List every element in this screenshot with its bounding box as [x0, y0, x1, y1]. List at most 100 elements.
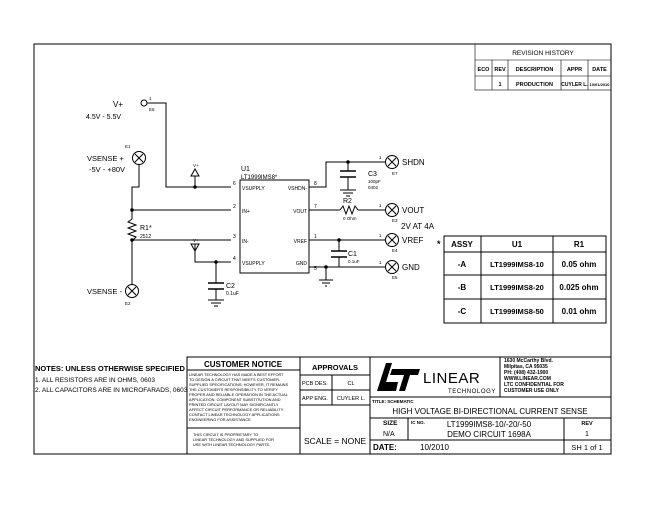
vsense-minus-terminal: VSENSE - E2 — [87, 284, 139, 306]
rev-cell-rev: 1 — [498, 82, 501, 88]
r1-sense-resistor: R1* 2512 — [126, 218, 152, 242]
vout-label: VOUT — [402, 206, 424, 215]
c3-value: 100pF — [368, 179, 381, 184]
vsense-minus-terminal-ref: E2 — [125, 301, 131, 306]
vsense-minus-label: VSENSE - — [87, 287, 123, 296]
vout-terminal: VOUT E3 1 2V AT 4A — [379, 203, 435, 231]
demo-circuit: DEMO CIRCUIT 1698A — [447, 430, 532, 439]
assy-star: * — [437, 239, 441, 249]
schematic-title: HIGH VOLTAGE BI-DIRECTIONAL CURRENT SENS… — [392, 407, 587, 416]
assy-header-u1: U1 — [512, 240, 523, 249]
notes-item-1: 1. ALL RESISTORS ARE IN OHMS, 0603 — [35, 377, 155, 384]
rev-header-appr: APPR — [567, 67, 582, 73]
shdn-pin-number: 1 — [379, 155, 382, 160]
c2-ref: C2 — [226, 283, 235, 290]
vsense-plus-label: VSENSE + — [87, 154, 125, 163]
u1-pin-label-vref: VREF — [294, 239, 307, 245]
assy-header-r1: R1 — [574, 240, 585, 249]
shdn-terminal: SHDN E7 1 — [379, 155, 425, 176]
assy-row-a-r1: 0.05 ohm — [562, 260, 597, 269]
vsense-plus-terminal: E1 VSENSE + -5V - +80V — [87, 144, 146, 174]
title-block: TITLE: SCHEMATIC HIGH VOLTAGE BI-DIRECTI… — [372, 399, 603, 452]
gnd-terminal-ref: E5 — [392, 275, 398, 280]
approvals-title: APPROVALS — [312, 363, 358, 372]
company-logo: LINEAR TECHNOLOGY — [377, 363, 496, 395]
gnd-pin-number: 1 — [379, 260, 382, 265]
rev-cell-description: PRODUCTION — [516, 82, 553, 88]
supply-flags: V+ V+ — [190, 163, 200, 253]
assy-row-a-assy: -A — [458, 260, 467, 269]
c3-package: 0402 — [368, 185, 379, 190]
assembly-table: * ASSY U1 R1 -A LT1999IMS8-10 0.05 ohm -… — [437, 235, 607, 324]
assy-row-a-u1: LT1999IMS8-10 — [490, 260, 544, 269]
ground-symbols — [208, 189, 356, 307]
title-block-frame — [186, 356, 612, 455]
u1-pin-label-vsupply-bottom: VSUPPLY — [242, 261, 265, 267]
date-value: 10/2010 — [420, 443, 449, 452]
vsense-range: -5V - +80V — [89, 165, 125, 174]
assy-row-c-r1: 0.01 ohm — [562, 307, 597, 316]
u1-pin-number-4: 4 — [233, 256, 236, 262]
c2-capacitor: C2 0.1uF — [208, 282, 239, 297]
lt-logo-t-icon — [390, 369, 420, 391]
vref-terminal-ref: E4 — [392, 248, 398, 253]
assy-row-b-assy: -B — [458, 283, 467, 292]
u1-pin-label-gnd: GND — [296, 261, 308, 267]
vout-pin-number: 1 — [379, 203, 382, 208]
size-label: SIZE — [383, 420, 398, 427]
c2-value: 0.1uF — [226, 291, 239, 297]
customer-notice-title: CUSTOMER NOTICE — [204, 360, 283, 369]
ic-number: LT1999IMS8-10/-20/-50 — [447, 420, 532, 429]
rev-value: 1 — [585, 431, 589, 438]
vplus-flag-label-bottom: V+ — [193, 238, 199, 243]
u1-part: LT1999IMS8* — [241, 175, 278, 181]
u1-ic: U1 LT1999IMS8* VSUPPLY 6 IN+ 2 IN- 3 VSU… — [233, 166, 317, 274]
junction-dots — [130, 160, 350, 269]
vplus-range: 4.5V - 5.5V — [86, 114, 121, 121]
r2-resistor: R2 0 Ohm — [339, 198, 359, 221]
revision-title: REVISION HISTORY — [512, 50, 574, 57]
rev-label: REV — [581, 421, 593, 427]
vref-terminal: VREF E4 1 — [379, 233, 423, 253]
customer-notice-line: PRINTED CIRCUIT LAYOUT MAY SIGNIFICANTLY — [189, 402, 279, 407]
customer-notice-line: CONTACT LINEAR TECHNOLOGY APPLICATIONS — [189, 412, 280, 417]
sheet-number: SH 1 of 1 — [571, 443, 602, 452]
proprietary-line: USE WITH LINEAR TECHNOLOGY PARTS. — [193, 442, 270, 447]
r2-ref: R2 — [343, 198, 352, 205]
assy-row-b-u1: LT1999IMS8-20 — [490, 283, 544, 292]
customer-notice-line: ENGINEERING FOR ASSISTANCE. — [189, 417, 252, 422]
logo-wordmark: LINEAR — [423, 370, 480, 387]
vref-pin-number: 1 — [379, 233, 382, 238]
gnd-label: GND — [402, 263, 420, 272]
notes: NOTES: UNLESS OTHERWISE SPECIFIED 1. ALL… — [35, 364, 188, 394]
gnd-terminal: GND E5 1 — [379, 260, 420, 280]
assy-row-c-u1: LT1999IMS8-50 — [490, 307, 544, 316]
vref-label: VREF — [402, 236, 423, 245]
address-line: CUSTOMER USE ONLY — [504, 388, 560, 394]
approvals-app-eng-value: CUYLER L. — [337, 396, 366, 402]
address-line: 1630 McCarthy Blvd. — [504, 358, 554, 364]
approvals-pcb-des-label: PCB DES. — [302, 381, 328, 387]
customer-notice: CUSTOMER NOTICE LINEAR TECHNOLOGY HAS MA… — [189, 360, 289, 447]
vsense-plus-terminal-ref: E1 — [125, 144, 131, 149]
assy-header-assy: ASSY — [451, 240, 473, 249]
shdn-label: SHDN — [402, 158, 425, 167]
customer-notice-line: APPLICATION. COMPONENT SUBSTITUTION AND — [189, 397, 281, 402]
u1-pin-number-2: 2 — [233, 204, 236, 210]
vout-terminal-ref: E3 — [392, 218, 398, 223]
u1-pin-label-vshdn: VSHDN- — [288, 186, 308, 192]
c1-value: 0.1uF — [348, 259, 360, 264]
u1-pin-label-vsupply-top: VSUPPLY — [242, 186, 265, 192]
u1-pin-number-6: 6 — [233, 181, 236, 187]
customer-notice-line: TO DESIGN A CIRCUIT THAT MEETS CUSTOMER- — [189, 377, 281, 382]
rev-header-description: DESCRIPTION — [516, 67, 554, 73]
logo-subtext: TECHNOLOGY — [448, 389, 496, 395]
ic-no-label: IC NO. — [411, 420, 425, 425]
customer-notice-line: PROPER AND RELIABLE OPERATION IN THE ACT… — [189, 392, 289, 397]
vplus-terminal: V+ 4.5V - 5.5V E6 1 — [86, 96, 155, 121]
size-value: N/A — [383, 431, 395, 438]
revision-history-table: REVISION HISTORY ECO REV DESCRIPTION APP… — [474, 43, 612, 91]
c1-ref: C1 — [348, 251, 357, 258]
address-line: Milpitas, CA 95035 — [504, 364, 548, 370]
